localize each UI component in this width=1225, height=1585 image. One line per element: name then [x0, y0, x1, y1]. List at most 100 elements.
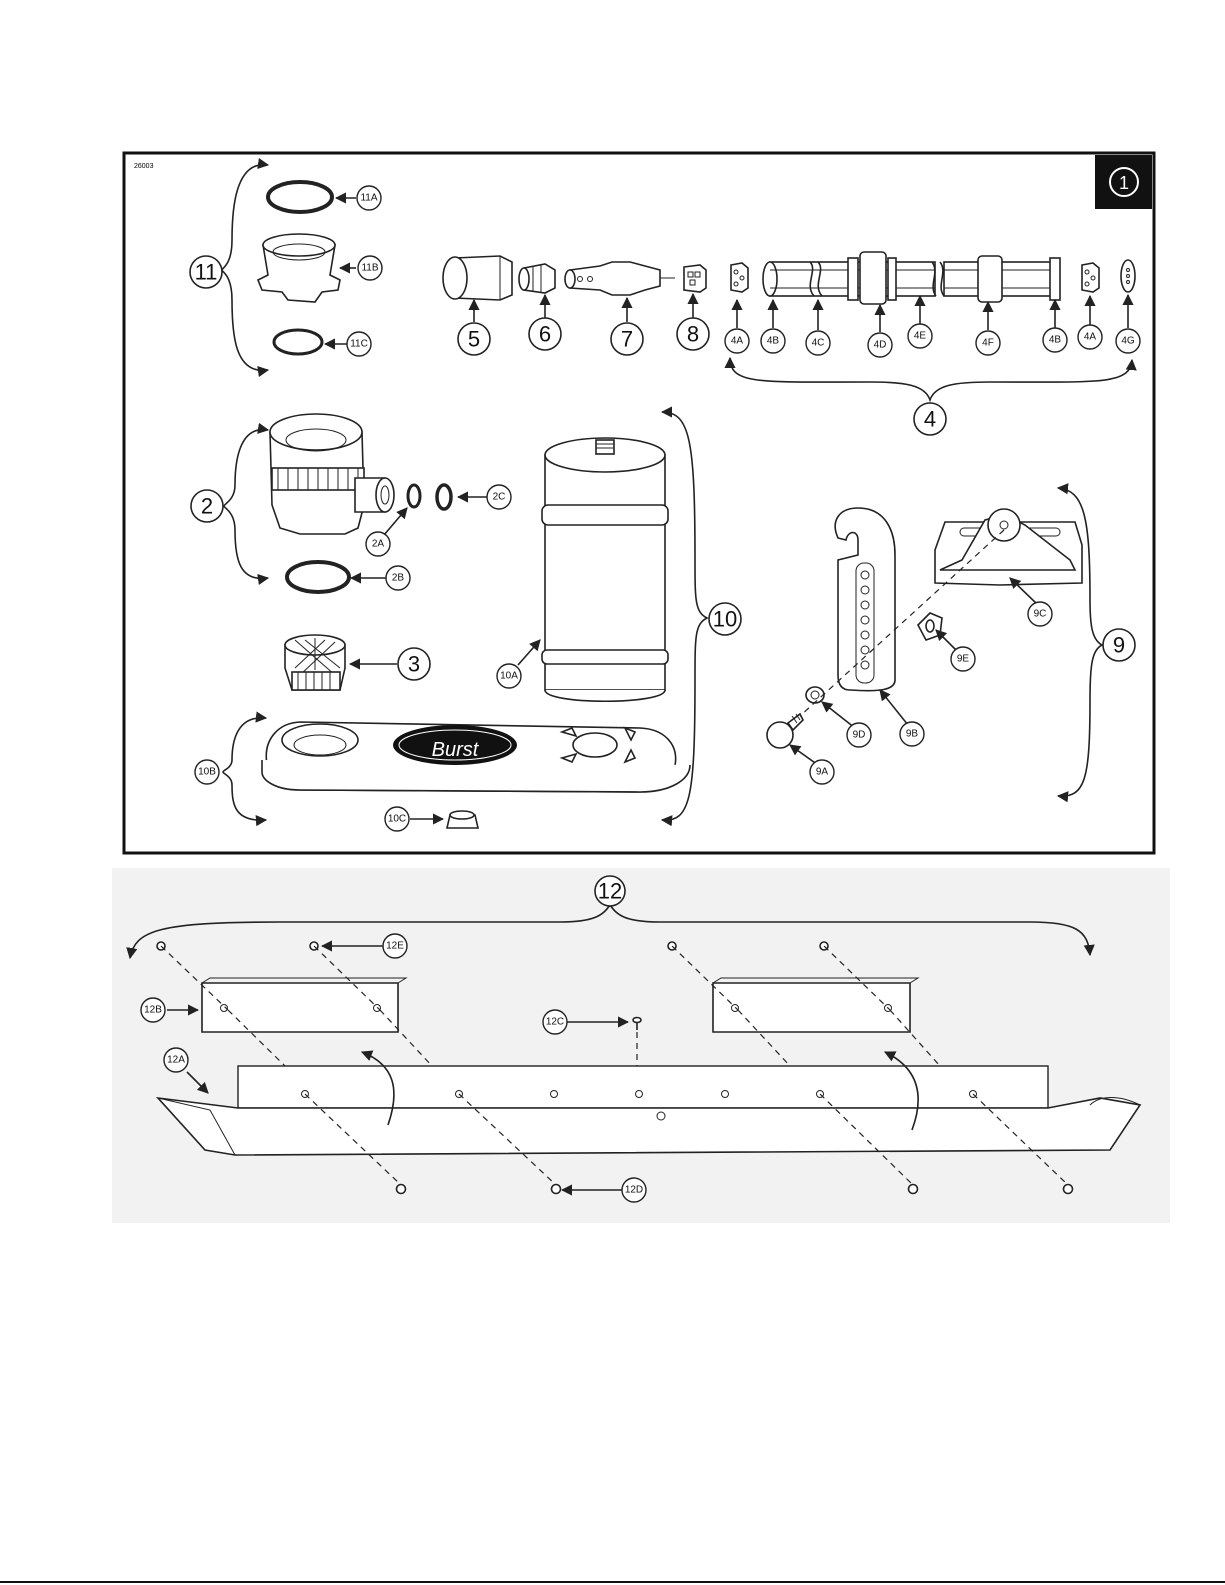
clip-12b-right [713, 978, 918, 1032]
svg-text:12A: 12A [167, 1055, 185, 1066]
svg-text:12B: 12B [144, 1005, 162, 1016]
svg-text:4G: 4G [1121, 336, 1135, 347]
callout-10b: 10B [195, 760, 219, 784]
screw-12d-1 [397, 1185, 406, 1194]
callout-8: 8 [677, 318, 709, 350]
callout-2c: 2C [487, 485, 511, 509]
svg-text:12D: 12D [625, 1185, 643, 1196]
callout-12: 12 [595, 876, 625, 906]
callout-12c: 12C [543, 1010, 567, 1034]
svg-text:9A: 9A [816, 767, 829, 778]
svg-text:4: 4 [924, 407, 936, 432]
page-badge: 1 [1095, 155, 1152, 209]
svg-text:12C: 12C [546, 1017, 564, 1028]
clip-12b-left [202, 978, 406, 1032]
svg-text:9C: 9C [1034, 609, 1047, 620]
callout-6: 6 [529, 318, 561, 350]
callout-10c: 10C [385, 807, 409, 831]
callout-7: 7 [611, 323, 643, 355]
svg-text:9E: 9E [957, 654, 970, 665]
svg-text:4E: 4E [914, 331, 927, 342]
svg-text:5: 5 [468, 327, 480, 352]
svg-text:8: 8 [687, 322, 699, 347]
part-4a-right [1082, 263, 1099, 292]
mounting-bracket-10b: Burst [262, 722, 690, 792]
callout-10a: 10A [497, 664, 521, 688]
svg-text:4F: 4F [982, 338, 994, 349]
figure-id: 26003 [134, 163, 154, 170]
callout-2a: 2A [366, 532, 390, 556]
svg-text:3: 3 [408, 652, 420, 677]
screw-12d-2 [552, 1185, 561, 1194]
callout-11: 11 [190, 256, 222, 288]
callout-5: 5 [458, 323, 490, 355]
callout-3: 3 [398, 648, 430, 680]
callout-4e: 4E [908, 324, 932, 348]
callout-11a: 11A [357, 186, 381, 210]
callout-4b-left: 4B [761, 329, 785, 353]
svg-text:9D: 9D [853, 730, 866, 741]
filter-cartridge-10a [542, 438, 668, 701]
svg-text:4B: 4B [767, 336, 780, 347]
svg-text:11: 11 [195, 260, 218, 285]
burst-logo: Burst [393, 725, 517, 765]
part-8-cage [684, 265, 706, 292]
part-4g-screen [1121, 260, 1135, 292]
svg-text:4B: 4B [1049, 335, 1062, 346]
callout-12b: 12B [141, 998, 165, 1022]
part-4a-left [731, 263, 748, 292]
callout-12a: 12A [164, 1048, 188, 1072]
screw-12d-3 [909, 1185, 918, 1194]
svg-text:2B: 2B [392, 573, 405, 584]
callout-9c: 9C [1028, 602, 1052, 626]
svg-text:9B: 9B [906, 729, 919, 740]
callout-9b: 9B [900, 722, 924, 746]
svg-text:4C: 4C [812, 338, 825, 349]
svg-text:11C: 11C [350, 339, 368, 350]
svg-text:12: 12 [598, 879, 622, 904]
callout-9: 9 [1103, 629, 1135, 661]
part-3-strainer [285, 635, 345, 690]
callout-9e: 9E [951, 647, 975, 671]
callout-4f: 4F [976, 331, 1000, 355]
svg-text:9: 9 [1113, 633, 1125, 658]
svg-text:4A: 4A [731, 336, 744, 347]
svg-text:1: 1 [1119, 173, 1129, 193]
svg-text:10C: 10C [388, 814, 406, 825]
rail-12a [158, 1066, 1140, 1155]
svg-text:2A: 2A [372, 539, 385, 550]
svg-text:10B: 10B [198, 767, 216, 778]
svg-text:2: 2 [201, 494, 213, 519]
callout-12d: 12D [622, 1178, 646, 1202]
callout-4a-right: 4A [1078, 325, 1102, 349]
hook-9b [835, 508, 895, 691]
svg-text:6: 6 [539, 322, 551, 347]
callout-11b: 11B [358, 256, 382, 280]
thumb-nut-10c [447, 811, 478, 828]
callout-12e: 12E [383, 934, 407, 958]
part-6-fitting [519, 264, 555, 293]
svg-text:4A: 4A [1084, 332, 1097, 343]
part-5-sleeve [443, 256, 512, 300]
callout-9a: 9A [810, 760, 834, 784]
callout-4a-left: 4A [725, 329, 749, 353]
svg-text:4D: 4D [874, 340, 887, 351]
svg-text:12E: 12E [386, 941, 404, 952]
callout-4: 4 [914, 403, 946, 435]
washer-9d [806, 687, 824, 703]
svg-text:11A: 11A [360, 193, 377, 204]
callout-4d: 4D [868, 333, 892, 357]
svg-text:Burst: Burst [432, 739, 480, 761]
callout-9d: 9D [847, 723, 871, 747]
callout-4g: 4G [1116, 329, 1140, 353]
svg-text:7: 7 [621, 327, 633, 352]
svg-text:11B: 11B [361, 263, 378, 274]
callout-2b: 2B [386, 566, 410, 590]
svg-text:2C: 2C [493, 492, 506, 503]
callout-4c: 4C [806, 331, 830, 355]
svg-text:10A: 10A [500, 671, 518, 682]
callout-10: 10 [709, 603, 741, 635]
callout-11c: 11C [347, 332, 371, 356]
callout-2: 2 [191, 490, 223, 522]
